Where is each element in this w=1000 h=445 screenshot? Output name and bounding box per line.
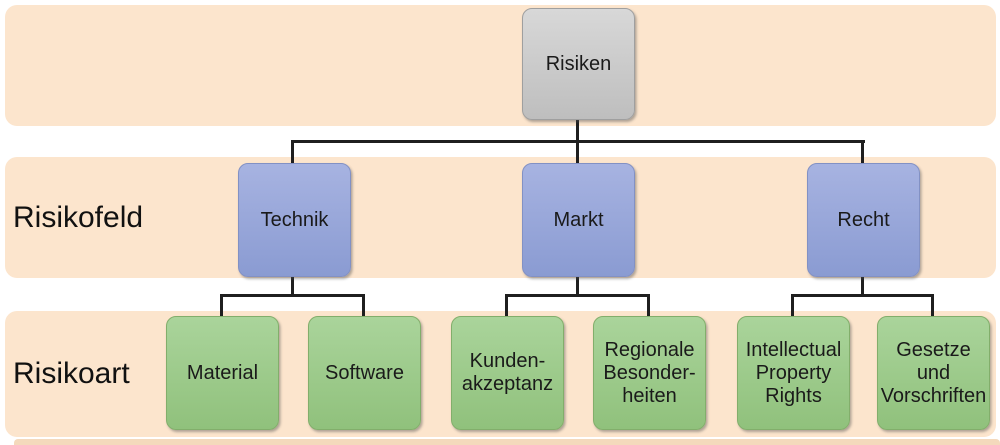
connector-drop-software	[362, 294, 365, 317]
node-kundenakzeptanz: Kunden- akzeptanz	[451, 316, 564, 430]
connector-drop-recht	[861, 140, 864, 164]
node-recht-label: Recht	[837, 208, 890, 231]
node-markt: Markt	[522, 163, 635, 277]
node-gesetze-und-vorschriften: Gesetze und Vorschriften	[877, 316, 990, 430]
node-risiken: Risiken	[522, 8, 635, 120]
node-gesetze-und-vorschriften-label: Gesetze und Vorschriften	[880, 338, 987, 407]
connector-root-stem	[576, 117, 579, 143]
node-material: Material	[166, 316, 279, 430]
cropped-next-band-edge	[14, 439, 1000, 445]
node-intellectual-property-rights: Intellectual Property Rights	[737, 316, 850, 430]
connector-drop-gesetze	[931, 294, 934, 317]
node-software: Software	[308, 316, 421, 430]
node-material-label: Material	[186, 361, 259, 384]
node-intellectual-property-rights-label: Intellectual Property Rights	[745, 338, 842, 407]
connector-drop-ipr	[791, 294, 794, 317]
connector-technik-crossbar	[220, 294, 365, 297]
row-label-risikoart: Risikoart	[13, 357, 130, 390]
connector-drop-regionale	[647, 294, 650, 317]
node-markt-label: Markt	[553, 208, 604, 231]
connector-markt-crossbar	[505, 294, 650, 297]
node-technik: Technik	[238, 163, 351, 277]
connector-recht-stem	[861, 274, 864, 297]
node-risiken-label: Risiken	[545, 52, 612, 75]
node-software-label: Software	[325, 361, 404, 384]
connector-drop-markt	[576, 140, 579, 164]
row-label-risikofeld: Risikofeld	[13, 200, 144, 234]
connector-technik-stem	[291, 274, 294, 297]
connector-drop-material	[220, 294, 223, 317]
connector-drop-kundenakzeptanz	[505, 294, 508, 317]
connector-recht-crossbar	[791, 294, 934, 297]
connector-drop-technik	[291, 140, 294, 164]
node-kundenakzeptanz-label: Kunden- akzeptanz	[461, 350, 554, 395]
band-risiken-row	[5, 5, 996, 126]
node-recht: Recht	[807, 163, 920, 277]
connector-markt-stem	[576, 274, 579, 297]
node-regionale-besonderheiten-label: Regionale Besonder- heiten	[603, 338, 696, 407]
node-regionale-besonderheiten: Regionale Besonder- heiten	[593, 316, 706, 430]
node-technik-label: Technik	[260, 208, 329, 231]
